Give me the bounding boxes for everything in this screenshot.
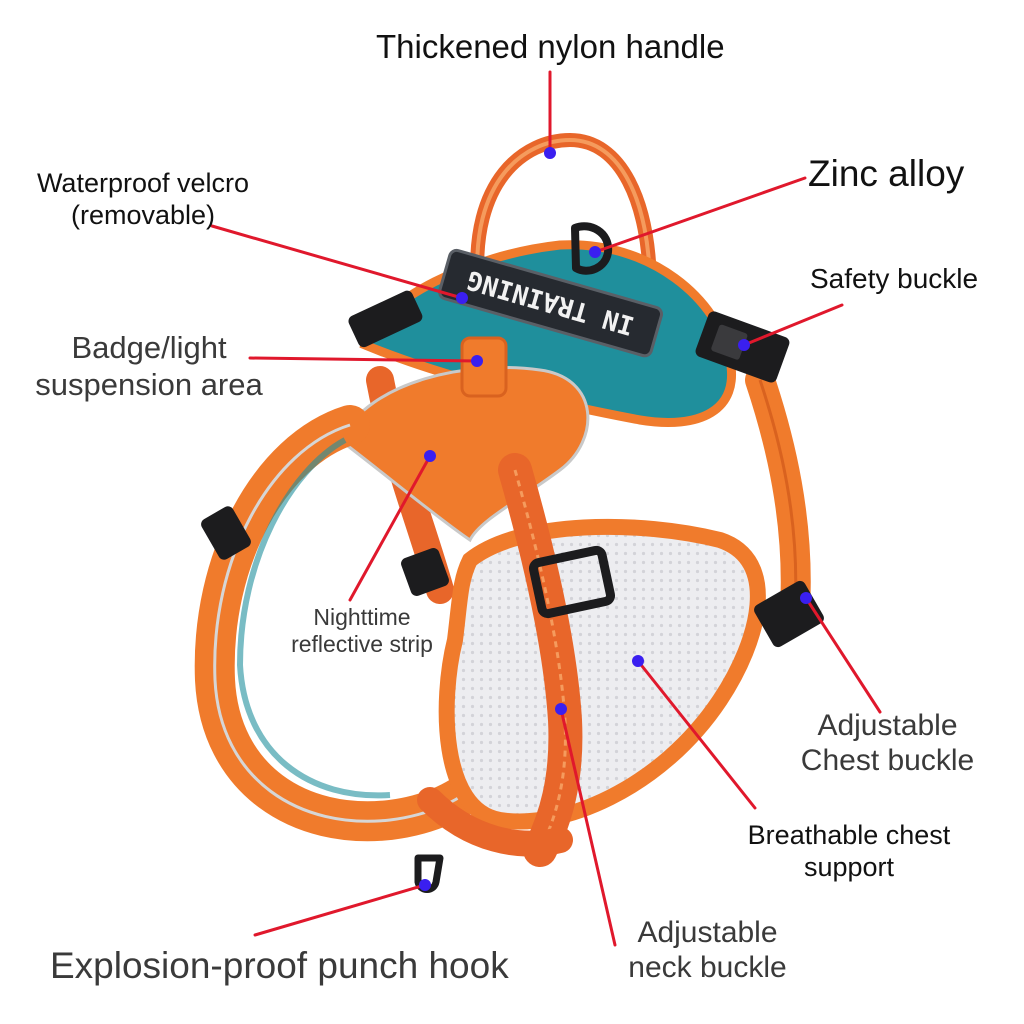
leader-badge — [248, 356, 479, 363]
neck-panel — [338, 366, 590, 543]
neck-slider — [528, 545, 616, 619]
leader-neck-buckle — [559, 707, 617, 947]
label-badge-line1: Badge/light — [71, 330, 227, 365]
label-safety-buckle: Safety buckle — [810, 263, 979, 294]
dot-badge — [471, 355, 483, 367]
leader-velcro — [210, 224, 464, 300]
label-reflective-line2: reflective strip — [291, 631, 433, 658]
leader-chest-buckle — [804, 596, 882, 714]
label-velcro-line1: Waterproof velcro — [36, 168, 250, 198]
leader-lines — [210, 70, 882, 947]
belly-strap — [417, 787, 573, 857]
label-reflective-line1: Nighttime — [313, 604, 411, 630]
zinc-alloy-d-ring — [571, 222, 613, 275]
label-chest-buckle: Adjustable Chest buckle — [785, 708, 990, 779]
dot-zinc — [589, 246, 601, 258]
harness-image: IN TRAINING — [194, 132, 824, 893]
label-nylon-handle: Thickened nylon handle — [376, 28, 725, 65]
leader-zinc — [593, 176, 807, 254]
leader-chest-support — [636, 659, 757, 810]
label-chest-support: Breathable chest support — [734, 820, 964, 884]
label-reflective-strip: Nighttime reflective strip — [272, 604, 452, 658]
left-buckle — [348, 290, 423, 348]
dot-chest-support — [632, 655, 644, 667]
label-waterproof-velcro: Waterproof velcro (removable) — [18, 168, 268, 232]
left-strap-clip — [401, 548, 449, 596]
dot-safety — [738, 339, 750, 351]
chest-mesh-pad — [438, 518, 766, 830]
callout-dots — [419, 147, 812, 891]
dot-hook — [419, 879, 431, 891]
label-chest-buckle-line2: Chest buckle — [800, 744, 975, 778]
label-badge-line2: suspension area — [35, 366, 263, 402]
label-chest-support-line2: support — [803, 851, 895, 882]
label-velcro-line2: (removable) — [70, 199, 216, 230]
leader-safety — [742, 303, 844, 347]
dot-neck-buckle — [555, 703, 567, 715]
leader-reflective — [348, 454, 432, 602]
dot-chest-buckle — [800, 592, 812, 604]
right-strap — [745, 365, 811, 625]
dot-reflective — [424, 450, 436, 462]
left-side-clip — [201, 506, 251, 560]
dot-velcro — [456, 292, 468, 304]
leader-hook — [253, 883, 427, 937]
dot-handle — [544, 147, 556, 159]
label-badge-suspension: Badge/light suspension area — [24, 330, 274, 403]
label-punch-hook: Explosion-proof punch hook — [50, 945, 509, 986]
label-neck-buckle: Adjustable neck buckle — [615, 915, 800, 986]
label-neck-buckle-line1: Adjustable — [637, 916, 778, 949]
label-chest-buckle-line1: Adjustable — [817, 709, 958, 742]
label-neck-buckle-line2: neck buckle — [628, 951, 787, 985]
label-zinc-alloy: Zinc alloy — [808, 153, 965, 194]
badge-loop — [460, 336, 508, 398]
label-chest-support-line1: Breathable chest — [747, 820, 951, 850]
